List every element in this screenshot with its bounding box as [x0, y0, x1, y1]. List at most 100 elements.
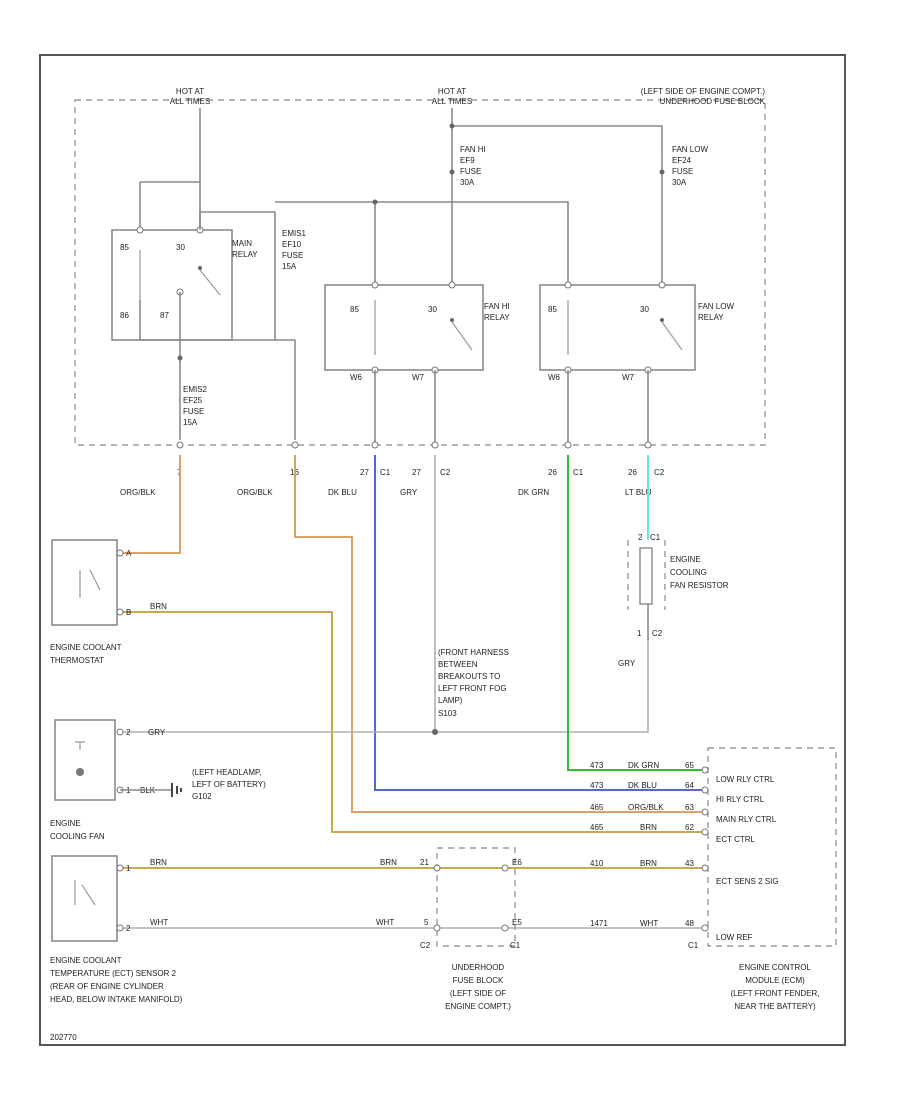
svg-text:ENGINE COMPT.): ENGINE COMPT.) — [445, 1002, 511, 1011]
underhood-fuse-block-mid: BRN 21 E6 WHT 5 E5 C2 C1 UNDERHOOD FUSE … — [376, 847, 522, 1011]
svg-text:EF25: EF25 — [183, 396, 203, 405]
svg-text:(LEFT FRONT FENDER,: (LEFT FRONT FENDER, — [730, 989, 819, 998]
svg-text:UNDERHOOD: UNDERHOOD — [452, 963, 505, 972]
fan-hi-relay: 85 30 W6 W7 FAN HI RELAY — [324, 281, 510, 382]
svg-text:5: 5 — [424, 918, 429, 927]
wire-orgblk-thermostat — [120, 455, 181, 554]
svg-text:BRN: BRN — [640, 859, 657, 868]
svg-text:1: 1 — [126, 864, 131, 873]
svg-text:BREAKOUTS TO: BREAKOUTS TO — [438, 672, 500, 681]
svg-text:WHT: WHT — [376, 918, 394, 927]
svg-text:ENGINE: ENGINE — [50, 819, 81, 828]
svg-text:410: 410 — [590, 859, 604, 868]
svg-text:RELAY: RELAY — [484, 313, 510, 322]
svg-text:B: B — [126, 608, 131, 617]
color-dkblu: DK BLU — [328, 488, 357, 497]
svg-text:2: 2 — [638, 533, 643, 542]
fan-low-fuse: FAN LOW EF24 FUSE 30A — [672, 145, 708, 187]
svg-text:BETWEEN: BETWEEN — [438, 660, 478, 669]
svg-text:30: 30 — [428, 305, 437, 314]
svg-text:WHT: WHT — [150, 918, 168, 927]
svg-text:HI RLY CTRL: HI RLY CTRL — [716, 795, 765, 804]
svg-text:ECT CTRL: ECT CTRL — [716, 835, 756, 844]
svg-text:EMIS1: EMIS1 — [282, 229, 307, 238]
svg-text:EF24: EF24 — [672, 156, 692, 165]
conn-c2-b: C2 — [654, 468, 665, 477]
svg-text:EMIS2: EMIS2 — [183, 385, 208, 394]
svg-text:HOT AT: HOT AT — [176, 87, 204, 96]
svg-text:C2: C2 — [420, 941, 431, 950]
svg-text:C1: C1 — [650, 533, 661, 542]
svg-text:LOW RLY CTRL: LOW RLY CTRL — [716, 775, 775, 784]
emis2-fuse: EMIS2 EF25 FUSE 15A — [183, 385, 208, 427]
pin-26b: 26 — [628, 468, 637, 477]
color-gry: GRY — [400, 488, 418, 497]
svg-text:MODULE (ECM): MODULE (ECM) — [745, 976, 805, 985]
hot-at-all-times-left: HOT AT ALL TIMES — [170, 87, 210, 106]
svg-text:FAN LOW: FAN LOW — [698, 302, 734, 311]
svg-text:63: 63 — [685, 803, 694, 812]
svg-text:C1: C1 — [510, 941, 521, 950]
svg-text:(LEFT SIDE OF ENGINE COMPT.): (LEFT SIDE OF ENGINE COMPT.) — [641, 87, 766, 96]
svg-text:65: 65 — [685, 761, 694, 770]
fan-hi-fuse: FAN HI EF9 FUSE 30A — [460, 145, 486, 187]
svg-text:87: 87 — [160, 311, 169, 320]
wire-brn-thermostat — [120, 611, 705, 833]
svg-text:MAIN RLY CTRL: MAIN RLY CTRL — [716, 815, 777, 824]
svg-text:465: 465 — [590, 803, 604, 812]
svg-text:473: 473 — [590, 781, 604, 790]
svg-text:W6: W6 — [350, 373, 363, 382]
main-relay: 85 30 86 87 MAIN RELAY — [111, 226, 258, 341]
svg-text:GRY: GRY — [148, 728, 166, 737]
feed-mid-bus — [451, 108, 663, 150]
svg-text:30: 30 — [176, 243, 185, 252]
wire-dkblu — [374, 455, 705, 791]
svg-text:FAN HI: FAN HI — [484, 302, 510, 311]
svg-text:85: 85 — [548, 305, 557, 314]
svg-text:NEAR THE BATTERY): NEAR THE BATTERY) — [734, 1002, 816, 1011]
svg-text:465: 465 — [590, 823, 604, 832]
svg-text:473: 473 — [590, 761, 604, 770]
svg-text:FUSE: FUSE — [672, 167, 693, 176]
underhood-fuse-block-outline — [74, 99, 766, 446]
svg-text:A: A — [126, 549, 132, 558]
svg-text:BRN: BRN — [150, 602, 167, 611]
svg-text:LAMP): LAMP) — [438, 696, 463, 705]
svg-text:E5: E5 — [512, 918, 522, 927]
svg-text:ECT SENS 2 SIG: ECT SENS 2 SIG — [716, 877, 779, 886]
svg-text:UNDERHOOD FUSE BLOCK: UNDERHOOD FUSE BLOCK — [660, 97, 766, 106]
ect-sensor-2: 1 2 BRN WHT ENGINE COOLANT TEMPERATURE (… — [50, 855, 183, 1004]
svg-text:RELAY: RELAY — [232, 250, 258, 259]
pin-27: 27 — [360, 468, 369, 477]
svg-text:85: 85 — [350, 305, 359, 314]
svg-text:S103: S103 — [438, 709, 457, 718]
fan-resistor: 2 C1 ENGINE COOLING FAN RESISTOR 1 C2 GR… — [618, 533, 729, 668]
svg-text:(FRONT HARNESS: (FRONT HARNESS — [438, 648, 509, 657]
fan-low-relay: 85 30 W6 W7 FAN LOW RELAY — [539, 281, 734, 382]
svg-text:BRN: BRN — [150, 858, 167, 867]
svg-text:EF10: EF10 — [282, 240, 302, 249]
svg-text:15A: 15A — [282, 262, 297, 271]
conn-c1-a: C1 — [380, 468, 391, 477]
splice-s103: (FRONT HARNESS BETWEEN BREAKOUTS TO LEFT… — [438, 648, 509, 718]
svg-text:FAN LOW: FAN LOW — [672, 145, 708, 154]
svg-text:(LEFT HEADLAMP,: (LEFT HEADLAMP, — [192, 768, 262, 777]
svg-text:30A: 30A — [460, 178, 475, 187]
svg-text:43: 43 — [685, 859, 694, 868]
svg-text:E6: E6 — [512, 858, 522, 867]
svg-text:62: 62 — [685, 823, 694, 832]
svg-text:30A: 30A — [672, 178, 687, 187]
svg-text:DK BLU: DK BLU — [628, 781, 657, 790]
svg-text:48: 48 — [685, 919, 694, 928]
svg-text:FAN RESISTOR: FAN RESISTOR — [670, 581, 729, 590]
svg-text:TEMPERATURE (ECT) SENSOR 2: TEMPERATURE (ECT) SENSOR 2 — [50, 969, 177, 978]
svg-text:COOLING: COOLING — [670, 568, 707, 577]
svg-text:ENGINE COOLANT: ENGINE COOLANT — [50, 956, 122, 965]
svg-text:(REAR OF ENGINE CYLINDER: (REAR OF ENGINE CYLINDER — [50, 982, 164, 991]
svg-text:ENGINE CONTROL: ENGINE CONTROL — [739, 963, 812, 972]
svg-text:ORG/BLK: ORG/BLK — [628, 803, 664, 812]
svg-text:THERMOSTAT: THERMOSTAT — [50, 656, 104, 665]
svg-text:ALL TIMES: ALL TIMES — [432, 97, 472, 106]
wire-orgblk-main — [294, 455, 705, 813]
svg-text:FUSE BLOCK: FUSE BLOCK — [453, 976, 504, 985]
